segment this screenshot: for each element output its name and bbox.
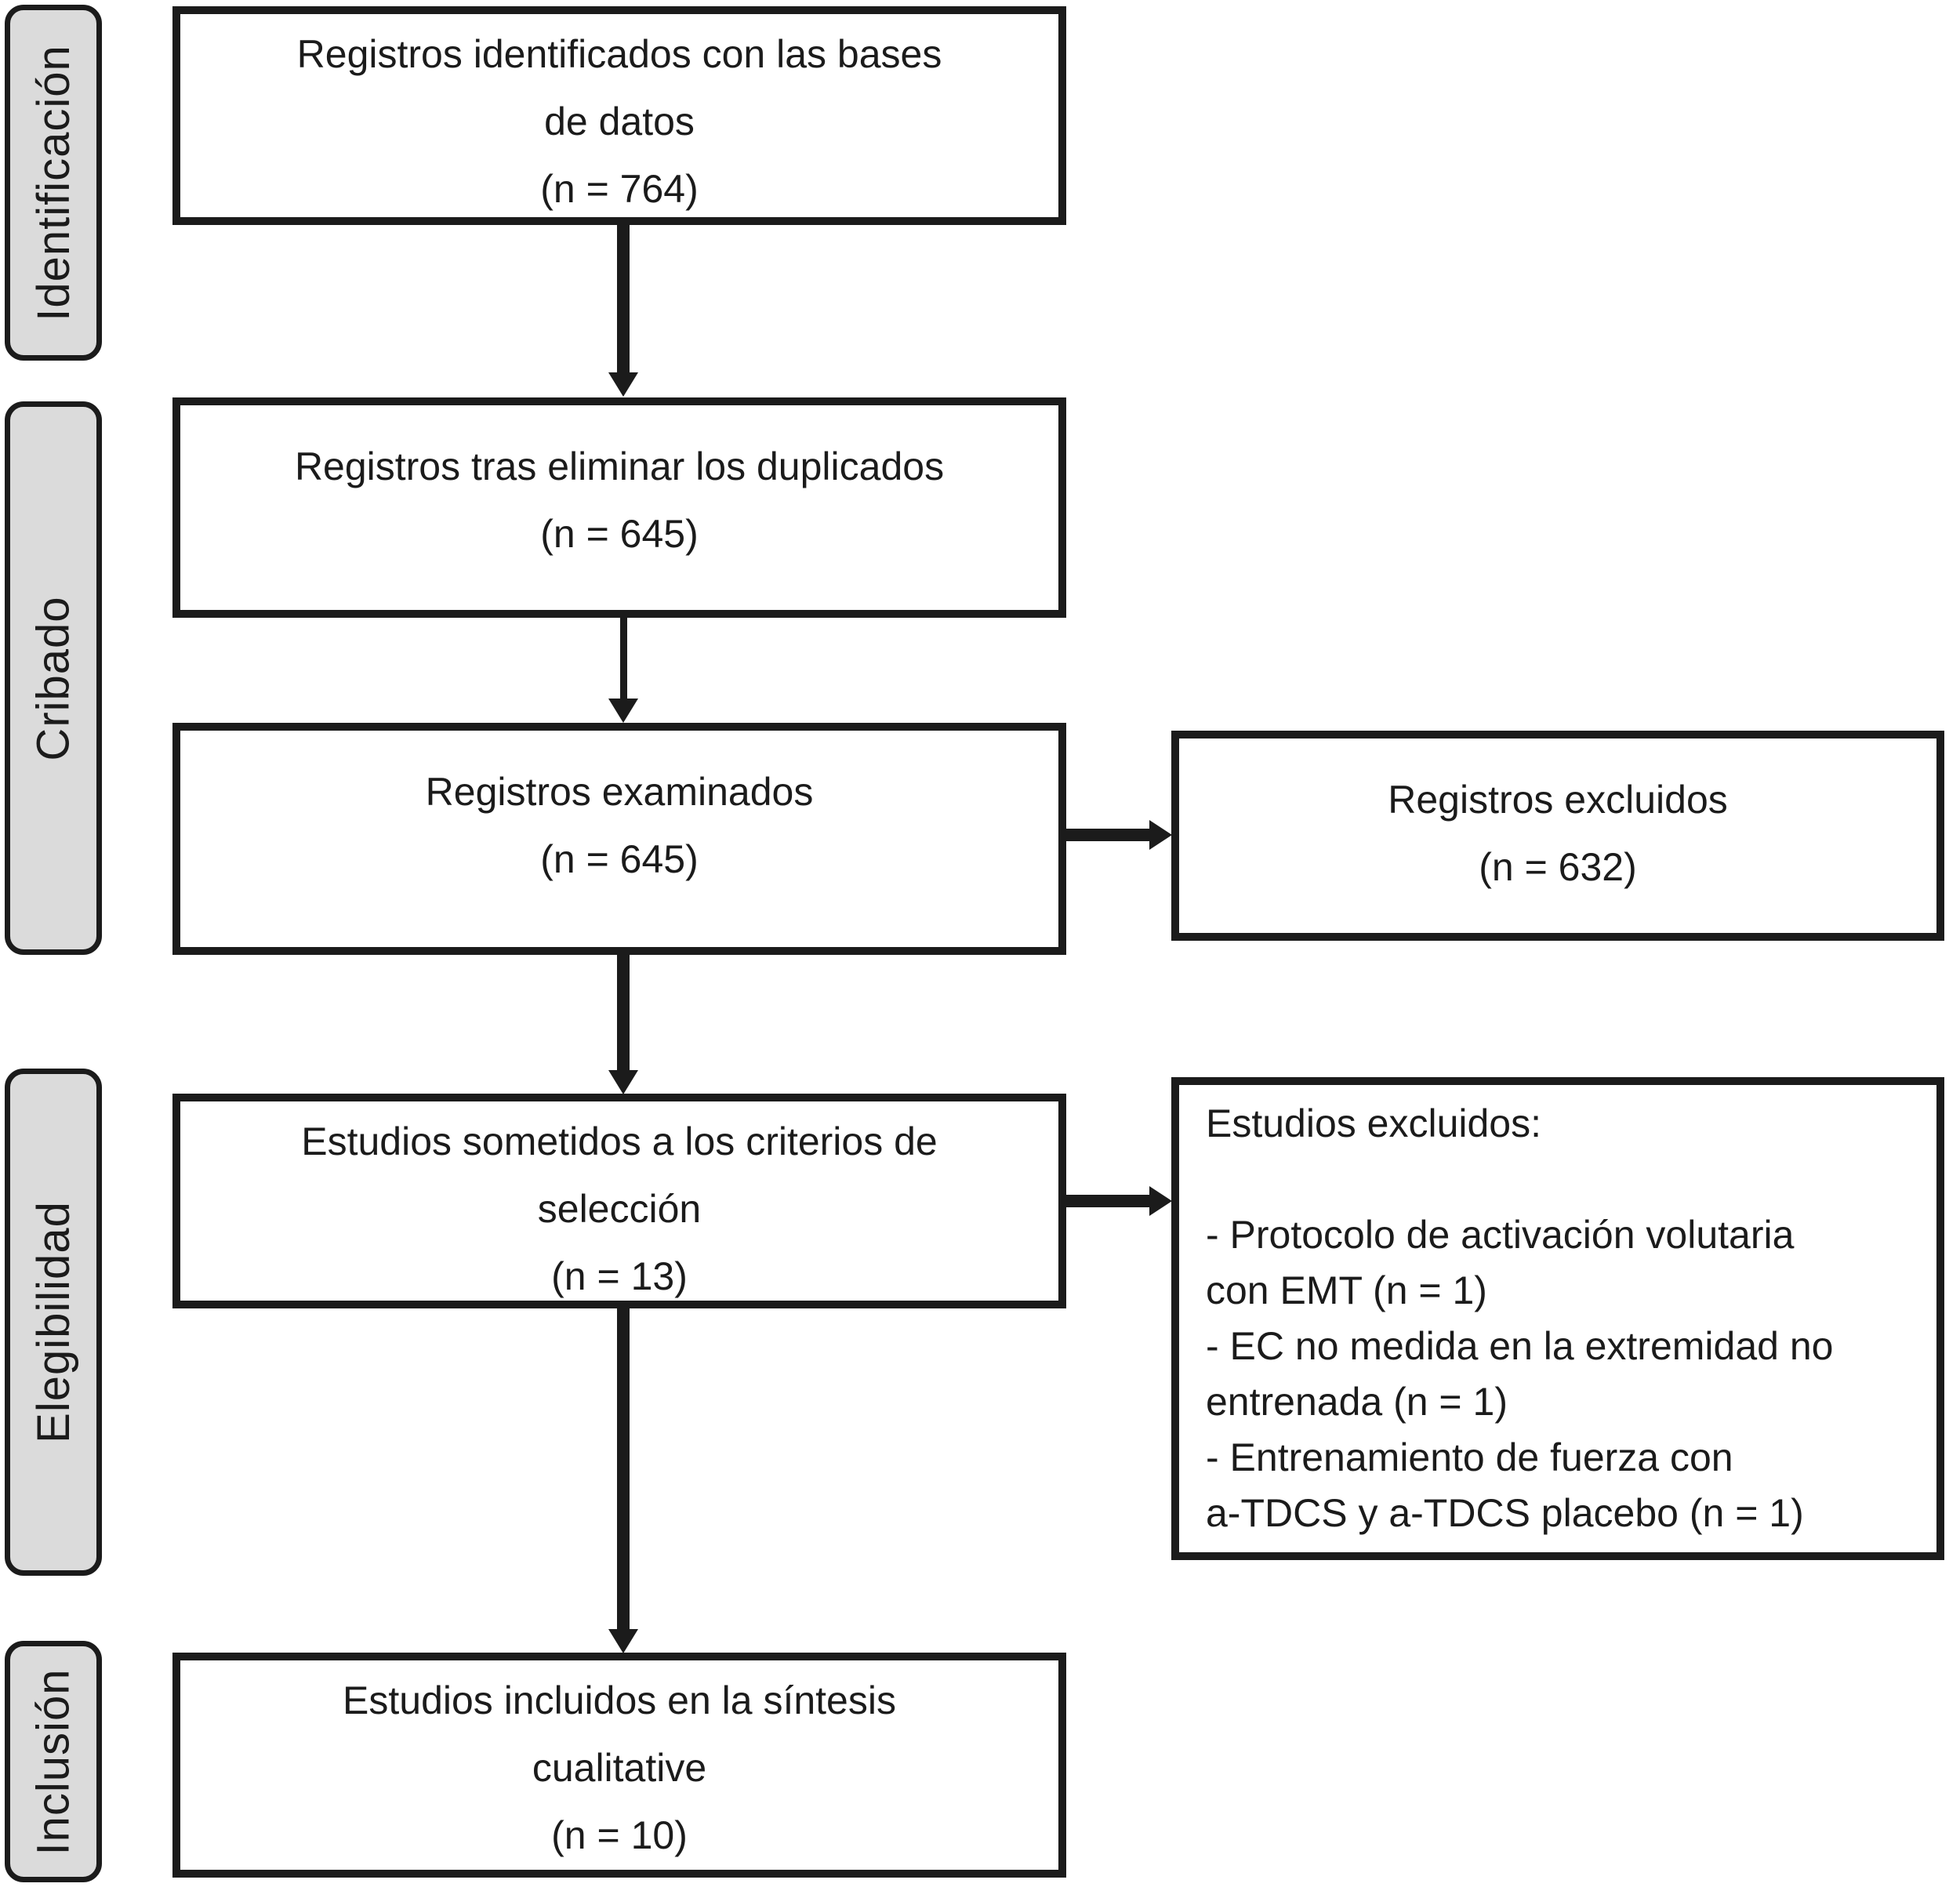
text-line: - EC no medida en la extremidad no — [1206, 1324, 1834, 1368]
text-line: - Protocolo de activación volutaria — [1206, 1213, 1795, 1257]
text-line: cualitative — [532, 1746, 707, 1790]
text-line — [1206, 1152, 1910, 1207]
stage-label-inclusion: Inclusión — [27, 1668, 79, 1855]
text-line: Registros examinados — [425, 770, 814, 814]
stage-screening: Cribado — [5, 401, 102, 955]
text-line: a-TDCS y a-TDCS placebo (n = 1) — [1206, 1491, 1804, 1535]
box-assessed-eligibility: Estudios sometidos a los criterios de se… — [172, 1094, 1066, 1308]
stage-identification: Identificación — [5, 5, 102, 361]
text-line: Estudios excluidos: — [1206, 1101, 1542, 1145]
text-line: Estudios incluidos en la síntesis — [343, 1678, 896, 1722]
text-line: Registros tras eliminar los duplicados — [294, 445, 945, 488]
box-duplicates-removed: Registros tras eliminar los duplicados (… — [172, 397, 1066, 618]
stage-eligibility: Elegibilidad — [5, 1069, 102, 1576]
box-records-excluded: Registros excluidos (n = 632) — [1171, 731, 1944, 941]
text-line: Estudios sometidos a los criterios de — [301, 1119, 938, 1163]
box-records-screened: Registros examinados (n = 645) — [172, 723, 1066, 955]
stage-label-identification: Identificación — [27, 44, 79, 321]
text-line: (n = 645) — [540, 837, 699, 881]
box-studies-excluded: Estudios excluidos: - Protocolo de activ… — [1171, 1077, 1944, 1560]
text-line: con EMT (n = 1) — [1206, 1268, 1487, 1312]
text-line: Registros identificados con las bases — [296, 32, 942, 76]
text-line: (n = 632) — [1479, 845, 1637, 889]
stage-label-screening: Cribado — [27, 595, 79, 761]
text-line: entrenada (n = 1) — [1206, 1380, 1508, 1424]
box-studies-included: Estudios incluidos en la síntesis cualit… — [172, 1653, 1066, 1878]
stage-label-eligibility: Elegibilidad — [27, 1201, 79, 1443]
text-line: (n = 13) — [551, 1254, 688, 1298]
text-line: (n = 10) — [551, 1813, 688, 1857]
stage-inclusion: Inclusión — [5, 1641, 102, 1882]
text-line: - Entrenamiento de fuerza con — [1206, 1435, 1733, 1479]
text-line: (n = 645) — [540, 512, 699, 556]
text-line: (n = 764) — [540, 167, 699, 211]
text-line: de datos — [544, 100, 695, 143]
text-line: selección — [537, 1187, 702, 1231]
box-records-identified: Registros identificados con las bases de… — [172, 6, 1066, 225]
text-line: Registros excluidos — [1388, 778, 1728, 822]
